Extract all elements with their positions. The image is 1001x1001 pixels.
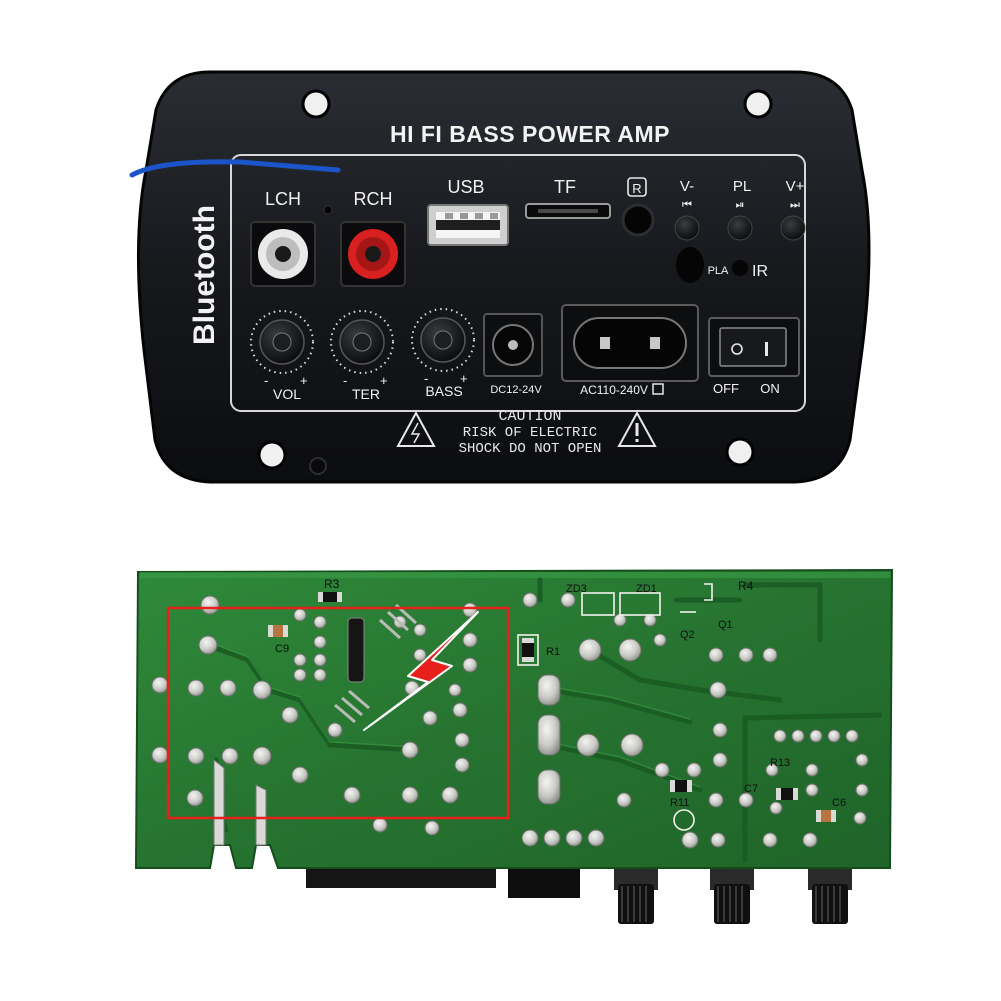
pot-shaft-ter: [710, 868, 754, 924]
pl-label: PL: [733, 178, 751, 195]
v-plus-label: V+: [786, 178, 805, 195]
play-pause-button[interactable]: [727, 215, 753, 241]
next-track-icon: ⏭: [790, 199, 800, 211]
rch-label: RCH: [354, 189, 393, 209]
pla-label: PLA: [708, 265, 729, 277]
dc-power-jack[interactable]: [483, 313, 543, 377]
ac-label: AC110-240V: [580, 383, 648, 397]
prev-track-icon: ⏮: [682, 199, 692, 211]
ac-power-socket[interactable]: [561, 304, 699, 382]
silkscreen-outlines: [517, 583, 713, 831]
label-r3: R3: [324, 577, 340, 591]
label-q2: Q2: [680, 629, 695, 641]
label-r13: R13: [770, 757, 790, 769]
dc-label: DC12-24V: [490, 384, 542, 396]
ter-label: TER: [352, 386, 380, 402]
label-zd1: ZD1: [636, 583, 657, 595]
mount-hole-tl: [301, 89, 331, 119]
pot-shaft-vol: [614, 868, 658, 924]
v-minus-label: V-: [680, 178, 694, 195]
bass-knob-group: [411, 308, 475, 372]
bluetooth-label: Bluetooth: [188, 205, 221, 345]
solder-pads: [151, 592, 869, 849]
bass-minus: -: [424, 371, 428, 386]
inner-frame: [230, 154, 806, 412]
bass-label: BASS: [425, 383, 462, 399]
vol-plus: +: [300, 373, 308, 388]
volume-down-button[interactable]: [674, 215, 700, 241]
caution-line-3: SHOCK DO NOT OPEN: [459, 441, 602, 457]
label-r11: R11: [670, 797, 689, 809]
r-mark-box: [627, 177, 647, 197]
vol-minus: -: [264, 373, 268, 388]
smd-components: [268, 592, 836, 822]
label-zd3: ZD3: [566, 583, 587, 595]
vol-label: VOL: [273, 386, 301, 402]
ir-label: IR: [752, 263, 768, 280]
usb-label: USB: [447, 177, 484, 197]
pcb-traces: [205, 577, 883, 863]
rca-left-jack[interactable]: [250, 221, 316, 287]
label-c7: C7: [744, 783, 758, 795]
pcb-edge-shade: [140, 572, 890, 578]
dc-jack-back: [508, 864, 580, 898]
ac-square-mark: [652, 383, 664, 395]
panel-title: HI FI BASS POWER AMP: [390, 121, 670, 147]
ter-minus: -: [343, 373, 347, 388]
label-r1: R1: [546, 646, 560, 658]
lightning-bolt-icon: [363, 611, 479, 731]
ac-pin-left: [213, 758, 225, 846]
caution-line-2: RISK OF ELECTRIC: [463, 425, 597, 441]
ter-plus: +: [380, 373, 388, 388]
ter-knob-group: [330, 310, 394, 374]
caution-warning-icon: [617, 410, 657, 447]
play-led-window: [676, 247, 704, 283]
shock-warning-icon: [396, 410, 436, 447]
volume-up-button[interactable]: [780, 215, 806, 241]
play-pause-icon: ⏯: [736, 199, 745, 211]
label-r4: R4: [738, 579, 754, 593]
amp-panel: HI FI BASS POWER AMP Bluetooth LCH RCH U…: [129, 70, 871, 484]
status-led: [323, 205, 333, 215]
bass-plus: +: [460, 371, 468, 386]
mount-hole-tr: [743, 89, 773, 119]
power-switch[interactable]: [708, 317, 800, 377]
label-q1: Q1: [718, 619, 733, 631]
heatsink-bar: [306, 866, 496, 888]
tf-card-slot[interactable]: [525, 203, 611, 219]
solder-blobs: [347, 617, 561, 805]
ac-pin-right: [255, 784, 267, 846]
antenna-wire: [129, 159, 341, 178]
off-label: OFF: [713, 381, 739, 396]
usb-port[interactable]: [427, 204, 509, 246]
label-c6: C6: [832, 797, 846, 809]
on-label: ON: [760, 381, 780, 396]
vol-knob-group: [250, 310, 314, 374]
mount-hole-br: [725, 437, 755, 467]
screw-dimple: [309, 457, 327, 475]
ir-window: [732, 260, 748, 276]
pcb-board: R3 C9 ZD3 ZD1 R4 Q1 Q2 R1 R13 R11 C7 C6: [134, 568, 894, 924]
ic-pins: [334, 603, 418, 724]
r-mark-label: R: [632, 181, 641, 196]
mount-hole-bl: [257, 440, 287, 470]
tf-label: TF: [554, 177, 576, 197]
label-c9: C9: [275, 643, 289, 655]
ir-receiver: [621, 203, 655, 237]
highlight-box: [166, 606, 510, 820]
lch-label: LCH: [265, 189, 301, 209]
pot-shaft-bass: [808, 868, 852, 924]
caution-line-1: CAUTION: [498, 408, 561, 425]
rca-right-jack[interactable]: [340, 221, 406, 287]
